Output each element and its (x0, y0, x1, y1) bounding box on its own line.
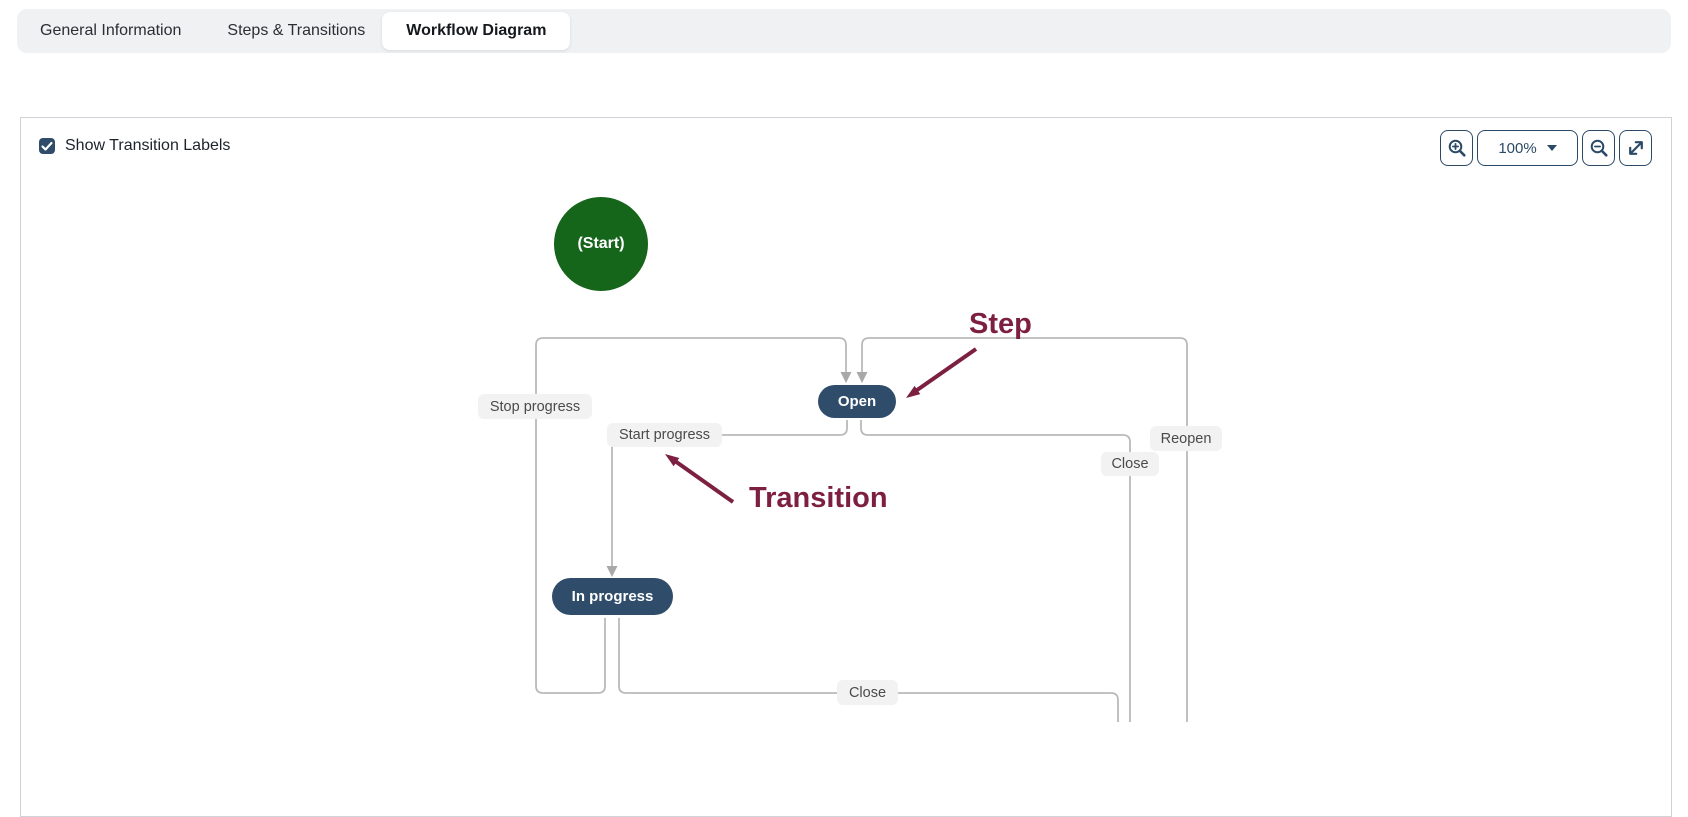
check-icon (41, 141, 53, 151)
tab-steps-transitions[interactable]: Steps & Transitions (227, 22, 366, 39)
zoom-level-dropdown[interactable]: 100% (1477, 130, 1578, 166)
workflow-editor-page: General Information Steps & Transitions … (17, 9, 1672, 817)
transition-annotation-text: Transition (749, 482, 888, 514)
show-transition-labels-checkbox[interactable] (39, 138, 55, 154)
transition-label-stop-progress[interactable]: Stop progress (478, 394, 592, 419)
caret-down-icon (1546, 145, 1557, 151)
tab-workflow-diagram[interactable]: Workflow Diagram (382, 12, 571, 50)
transition-label-close-from-open[interactable]: Close (1101, 452, 1159, 476)
tab-bar: General Information Steps & Transitions … (17, 9, 1671, 53)
step-node-in-progress[interactable]: In progress (552, 578, 673, 615)
transition-label-start-progress[interactable]: Start progress (607, 423, 722, 447)
step-node-open[interactable]: Open (818, 385, 896, 418)
zoom-level-value: 100% (1498, 139, 1537, 157)
zoom-out-button[interactable] (1582, 130, 1615, 166)
zoom-in-button[interactable] (1440, 130, 1473, 166)
transition-label-reopen[interactable]: Reopen (1150, 426, 1222, 451)
step-annotation-text: Step (969, 308, 1032, 340)
show-transition-labels-label: Show Transition Labels (65, 137, 231, 154)
show-transition-labels-control[interactable]: Show Transition Labels (39, 137, 230, 155)
zoom-controls: 100% (1440, 130, 1652, 166)
start-node[interactable]: (Start) (554, 197, 648, 291)
zoom-out-icon (1590, 139, 1608, 157)
fullscreen-icon (1628, 141, 1643, 155)
transition-label-close-from-in-progress[interactable]: Close (837, 680, 898, 705)
fullscreen-button[interactable] (1619, 130, 1652, 166)
workflow-diagram-panel: Show Transition Labels 100% (20, 117, 1672, 817)
zoom-in-icon (1448, 139, 1466, 157)
tab-workflow-diagram-label: Workflow Diagram (406, 22, 547, 39)
tab-general-information[interactable]: General Information (40, 22, 182, 39)
